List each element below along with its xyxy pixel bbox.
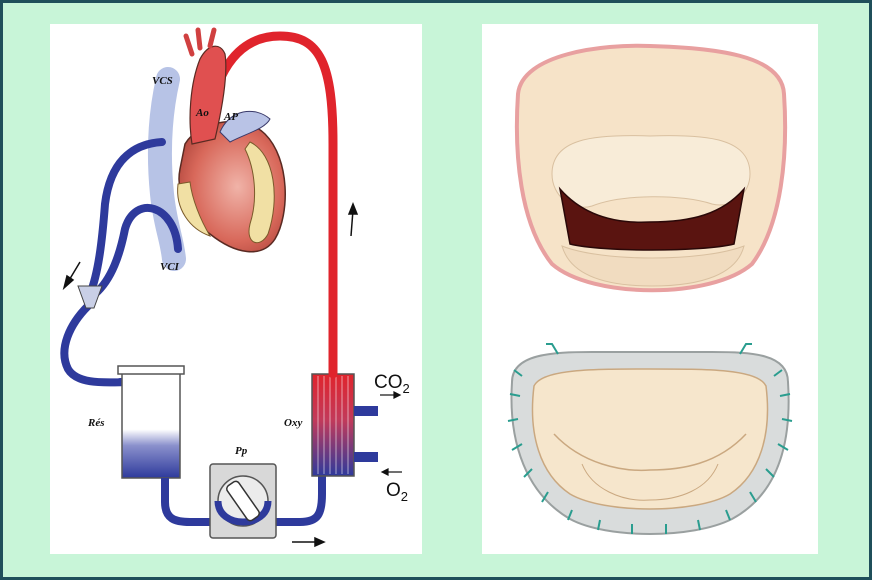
o2-port [354,452,378,462]
flow-arrow-venous [64,262,80,288]
prosthetic-valve [508,344,792,534]
bypass-circuit-diagram: VCS Ao AP VCI Rés Pp Oxy CO2 O2 [50,24,422,554]
label-co2: CO2 [374,372,410,396]
label-pp: Pp [235,445,248,457]
reservoir [122,370,180,478]
label-ap: AP [223,111,238,123]
label-ao: Ao [195,107,209,119]
native-valve [517,46,785,290]
valve-panel [482,24,818,554]
y-connector [78,286,102,308]
label-oxy: Oxy [284,417,302,429]
co2-port [354,406,378,416]
flow-arrow-arterial [349,204,357,236]
flow-arrow-pump [292,538,324,546]
pump-line [165,478,215,522]
label-vci: VCI [160,261,180,273]
label-res: Rés [87,417,105,429]
o2-arrow [382,469,402,475]
label-vcs: VCS [152,75,173,87]
label-o2: O2 [386,480,408,504]
reservoir-cap [118,366,184,374]
valve-illustrations [482,24,818,554]
bypass-circuit-panel: VCS Ao AP VCI Rés Pp Oxy CO2 O2 [50,24,422,554]
